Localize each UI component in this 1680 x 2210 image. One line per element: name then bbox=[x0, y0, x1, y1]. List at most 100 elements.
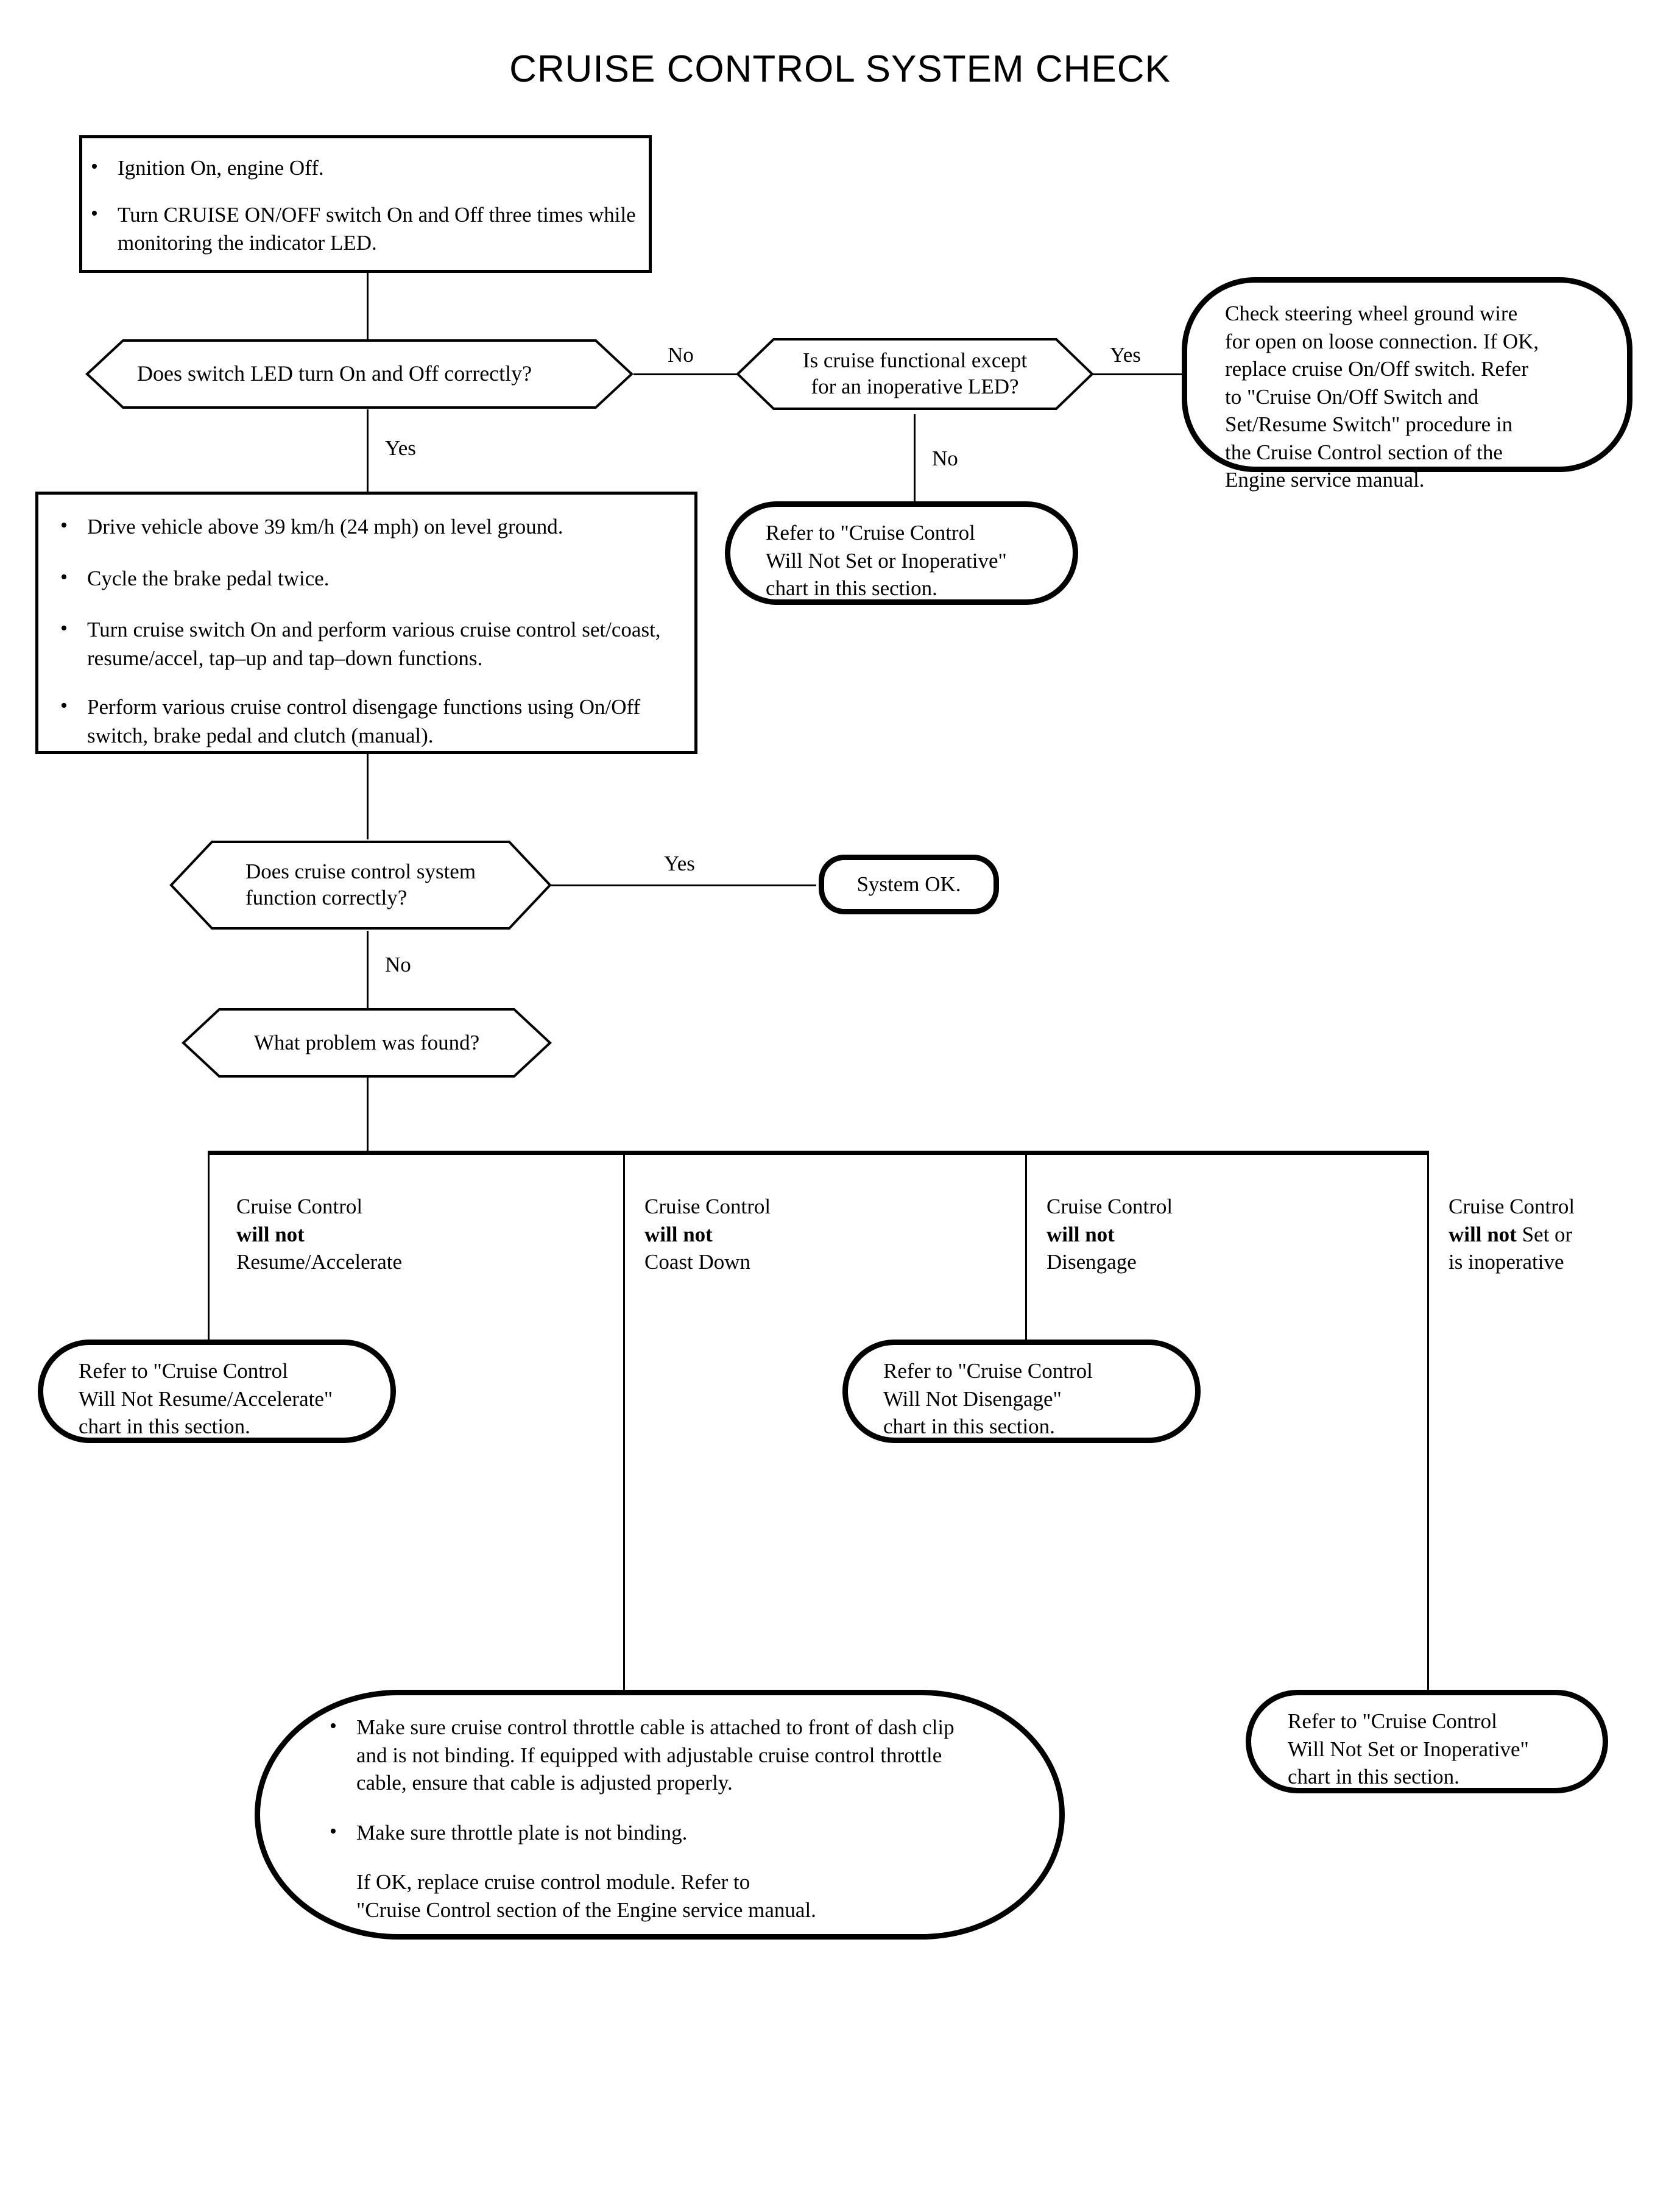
connector-branch-1-drop bbox=[208, 1151, 210, 1340]
throttle-tail-text: If OK, replace cruise control module. Re… bbox=[321, 1868, 1059, 1924]
connector-drive-to-function bbox=[367, 754, 369, 839]
connector-function-no bbox=[367, 931, 369, 1013]
bullet-glyph: • bbox=[60, 694, 68, 718]
terminator-will-not-resume-accelerate: Refer to "Cruise Control Will Not Resume… bbox=[38, 1340, 396, 1443]
steering-line-6: the Cruise Control section of the bbox=[1225, 440, 1503, 464]
decision-except-line2: for an inoperative LED? bbox=[811, 375, 1019, 398]
edge-label-function-yes: Yes bbox=[664, 852, 695, 875]
edge-label-function-no: No bbox=[385, 953, 411, 976]
edge-label-except-yes: Yes bbox=[1110, 343, 1141, 367]
list-item: • Make sure throttle plate is not bindin… bbox=[321, 1819, 1059, 1847]
throttle-tail-line-1: If OK, replace cruise control module. Re… bbox=[356, 1870, 750, 1894]
wns-top-line-1: Refer to "Cruise Control bbox=[766, 521, 975, 545]
edge-label-led-yes: Yes bbox=[385, 436, 416, 460]
drive-bullet-1: Drive vehicle above 39 km/h (24 mph) on … bbox=[87, 515, 563, 538]
steering-line-1: Check steering wheel ground wire bbox=[1225, 302, 1518, 325]
decision-cruise-functional-except-led: Is cruise functional except for an inope… bbox=[736, 337, 1094, 411]
connector-start-to-led bbox=[367, 273, 369, 340]
list-item: • Perform various cruise control disenga… bbox=[52, 693, 694, 750]
steering-line-5: Set/Resume Switch" procedure in bbox=[1225, 412, 1513, 436]
branch-3-bold: will not bbox=[1046, 1222, 1115, 1246]
branch-4-line3: is inoperative bbox=[1449, 1250, 1564, 1274]
decision-what-problem-text: What problem was found? bbox=[253, 1030, 480, 1054]
list-item: • Drive vehicle above 39 km/h (24 mph) o… bbox=[52, 513, 694, 542]
resume-line-2: Will Not Resume/Accelerate" bbox=[79, 1386, 333, 1411]
bullet-glyph: • bbox=[91, 202, 98, 225]
connector-function-yes bbox=[551, 884, 816, 886]
terminator-system-ok: System OK. bbox=[819, 855, 999, 914]
steering-line-4: to "Cruise On/Off Switch and bbox=[1225, 384, 1479, 409]
disengage-line-2: Will Not Disengage" bbox=[883, 1386, 1062, 1411]
start-bullet-2: Turn CRUISE ON/OFF switch On and Off thr… bbox=[118, 202, 636, 255]
branch-label-resume-accelerate: Cruise Control will not Resume/Accelerat… bbox=[236, 1193, 468, 1276]
bullet-glyph: • bbox=[91, 155, 98, 178]
decision-switch-led-text: Does switch LED turn On and Off correctl… bbox=[137, 361, 532, 386]
wns-top-line-3: chart in this section. bbox=[766, 576, 937, 600]
throttle-bullet-1: Make sure cruise control throttle cable … bbox=[356, 1715, 955, 1795]
connector-branch-3-drop bbox=[1025, 1151, 1027, 1340]
decision-function-line1: Does cruise control system bbox=[245, 860, 476, 884]
branch-label-disengage: Cruise Control will not Disengage bbox=[1046, 1193, 1278, 1276]
bullet-glyph: • bbox=[60, 617, 68, 640]
resume-line-3: chart in this section. bbox=[79, 1414, 250, 1438]
branch-1-line3: Resume/Accelerate bbox=[236, 1250, 403, 1274]
wns-bottom-line-3: chart in this section. bbox=[1288, 1765, 1459, 1788]
list-item: • Turn cruise switch On and perform vari… bbox=[52, 616, 694, 673]
steering-line-2: for open on loose connection. If OK, bbox=[1225, 329, 1539, 353]
drive-bullet-4: Perform various cruise control disengage… bbox=[87, 695, 641, 747]
connector-led-yes bbox=[367, 409, 369, 492]
wns-bottom-line-2: Will Not Set or Inoperative" bbox=[1288, 1737, 1529, 1761]
terminator-throttle-cable-checks: • Make sure cruise control throttle cabl… bbox=[255, 1690, 1065, 1940]
branch-2-bold: will not bbox=[644, 1222, 713, 1246]
disengage-line-1: Refer to "Cruise Control bbox=[883, 1359, 1093, 1383]
connector-except-yes bbox=[1090, 373, 1187, 375]
bullet-glyph: • bbox=[330, 1715, 337, 1737]
branch-3-line3: Disengage bbox=[1046, 1250, 1137, 1274]
list-item: • Cycle the brake pedal twice. bbox=[52, 565, 694, 593]
throttle-tail-line-2: "Cruise Control section of the Engine se… bbox=[356, 1898, 816, 1922]
bullet-glyph: • bbox=[330, 1820, 337, 1843]
wns-bottom-line-1: Refer to "Cruise Control bbox=[1288, 1709, 1497, 1733]
drive-bullet-3: Turn cruise switch On and perform variou… bbox=[87, 618, 661, 670]
branch-3-line1: Cruise Control bbox=[1046, 1195, 1173, 1218]
branch-4-bold-tail: Set or bbox=[1516, 1222, 1573, 1246]
decision-function-line2: function correctly? bbox=[245, 886, 408, 909]
branch-4-line1: Cruise Control bbox=[1449, 1195, 1575, 1218]
page-title: CRUISE CONTROL SYSTEM CHECK bbox=[509, 48, 1171, 90]
list-item: • Make sure cruise control throttle cabl… bbox=[321, 1714, 1059, 1797]
drive-vehicle-instruction-box: • Drive vehicle above 39 km/h (24 mph) o… bbox=[35, 492, 697, 754]
terminator-check-steering-ground: Check steering wheel ground wire for ope… bbox=[1182, 277, 1632, 492]
branch-2-line1: Cruise Control bbox=[644, 1195, 771, 1218]
branch-2-line3: Coast Down bbox=[644, 1250, 751, 1274]
steering-line-7: Engine service manual. bbox=[1225, 468, 1425, 492]
wns-top-line-2: Will Not Set or Inoperative" bbox=[766, 548, 1007, 573]
edge-label-led-no: No bbox=[668, 343, 694, 367]
edge-label-except-no: No bbox=[932, 447, 958, 470]
connector-branch-4-drop bbox=[1427, 1151, 1429, 1690]
bullet-glyph: • bbox=[60, 565, 68, 588]
connector-problem-to-bus bbox=[367, 1057, 369, 1153]
connector-branch-2-drop bbox=[623, 1151, 625, 1690]
branch-label-coast-down: Cruise Control will not Coast Down bbox=[644, 1193, 876, 1276]
resume-line-1: Refer to "Cruise Control bbox=[79, 1359, 288, 1383]
start-bullet-1: Ignition On, engine Off. bbox=[118, 156, 324, 180]
connector-except-no bbox=[914, 414, 916, 501]
disengage-line-3: chart in this section. bbox=[883, 1414, 1055, 1438]
decision-what-problem-found: What problem was found? bbox=[182, 1007, 552, 1079]
terminator-will-not-disengage: Refer to "Cruise Control Will Not Diseng… bbox=[842, 1340, 1201, 1443]
drive-bullet-2: Cycle the brake pedal twice. bbox=[87, 566, 330, 590]
branch-label-set-or-inoperative: Cruise Control will not Set or is inoper… bbox=[1449, 1193, 1680, 1276]
branch-1-line1: Cruise Control bbox=[236, 1195, 363, 1218]
list-item: • Turn CRUISE ON/OFF switch On and Off t… bbox=[82, 201, 649, 258]
decision-system-function-correctly: Does cruise control system function corr… bbox=[169, 839, 552, 931]
branch-4-bold: will not bbox=[1449, 1222, 1517, 1246]
terminator-will-not-set-bottom: Refer to "Cruise Control Will Not Set or… bbox=[1246, 1690, 1608, 1793]
decision-except-line1: Is cruise functional except bbox=[802, 348, 1028, 373]
decision-switch-led: Does switch LED turn On and Off correctl… bbox=[85, 338, 634, 410]
start-instruction-box: • Ignition On, engine Off. • Turn CRUISE… bbox=[79, 135, 652, 273]
bullet-glyph: • bbox=[60, 514, 68, 537]
throttle-bullet-2: Make sure throttle plate is not binding. bbox=[356, 1820, 688, 1845]
steering-line-3: replace cruise On/Off switch. Refer bbox=[1225, 357, 1528, 381]
system-ok-text: System OK. bbox=[856, 872, 961, 896]
